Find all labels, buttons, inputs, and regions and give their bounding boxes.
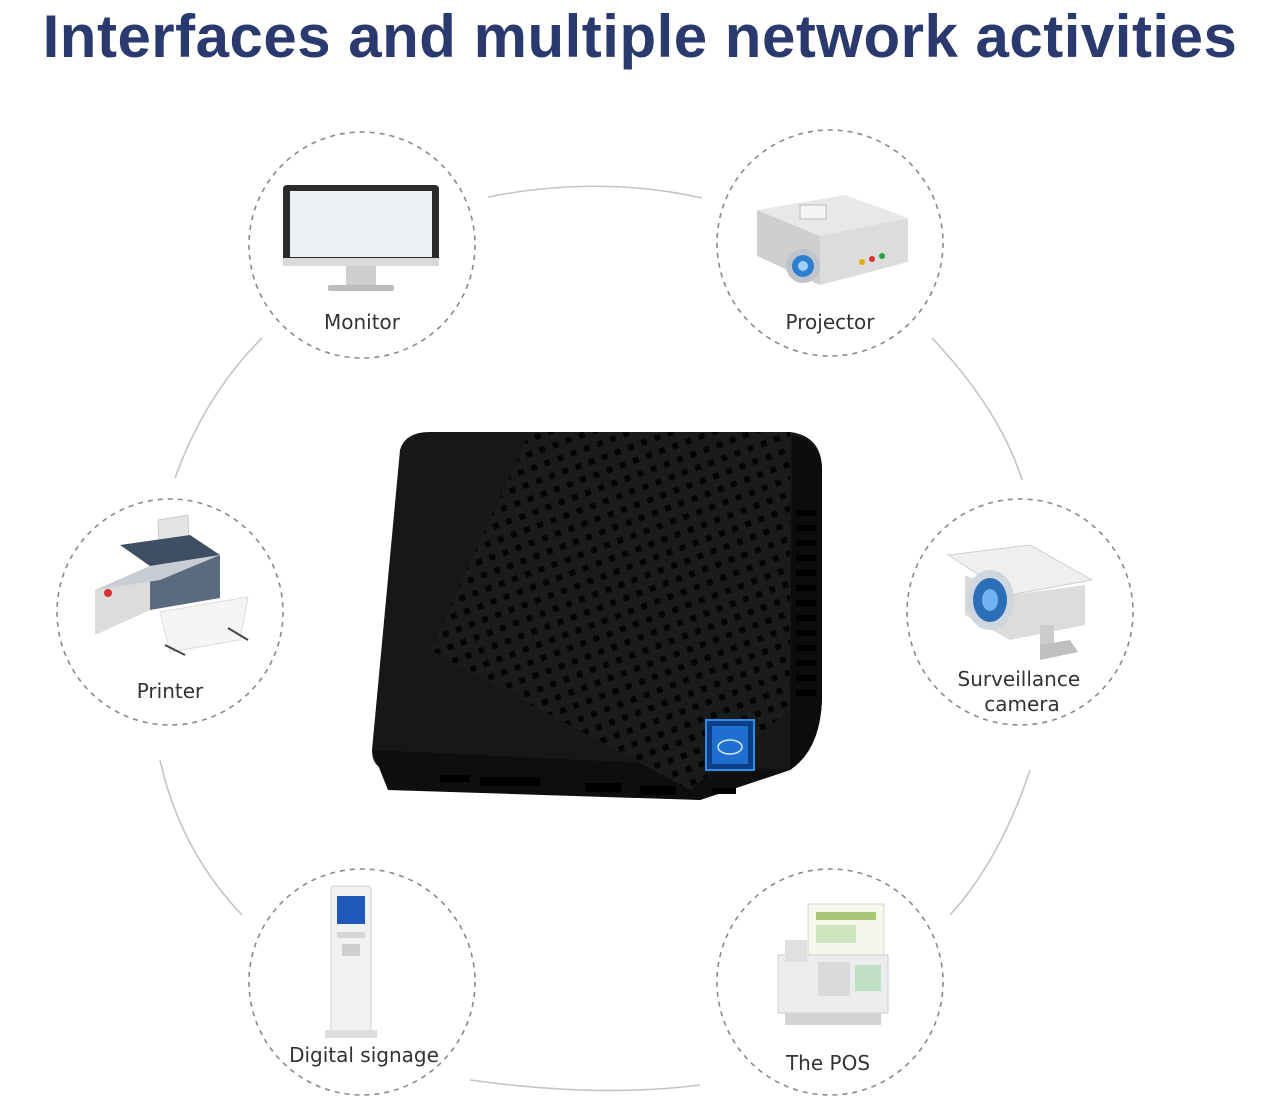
mini-pc-icon: [372, 432, 822, 800]
pos-icon: [777, 903, 889, 1025]
processor-badge: [705, 719, 755, 771]
device-label-digital-signage: Digital signage: [289, 1043, 439, 1067]
front-ports: [440, 775, 736, 795]
device-node-monitor: Monitor: [248, 131, 476, 359]
device-label-monitor: Monitor: [324, 310, 401, 334]
connector-ring: [159, 185, 1031, 1092]
printer-icon: [95, 514, 249, 656]
connector-arc: [469, 1079, 701, 1092]
device-node-digital-signage: Digital signage: [248, 868, 476, 1096]
connector-arc: [487, 185, 703, 199]
device-label-the-pos: The POS: [785, 1051, 870, 1075]
kiosk-icon: [325, 885, 377, 1038]
device-label-projector: Projector: [786, 310, 876, 334]
projector-icon: [757, 195, 908, 285]
page-title: Interfaces and multiple network activiti…: [42, 3, 1238, 70]
vent-grille-side: [796, 510, 816, 696]
device-label-surveillance-camera: Surveillance camera: [958, 667, 1087, 716]
device-node-surveillance-camera: Surveillance camera: [906, 498, 1134, 726]
device-node-the-pos: The POS: [716, 868, 944, 1096]
connector-arc: [174, 337, 263, 479]
connector-arc: [931, 337, 1023, 481]
device-node-projector: Projector: [716, 129, 944, 357]
monitor-icon: [283, 185, 439, 291]
connector-arc: [159, 759, 243, 916]
camera-icon: [946, 544, 1094, 660]
connector-arc: [949, 769, 1031, 916]
device-node-printer: Printer: [56, 498, 284, 726]
device-label-printer: Printer: [137, 679, 204, 703]
